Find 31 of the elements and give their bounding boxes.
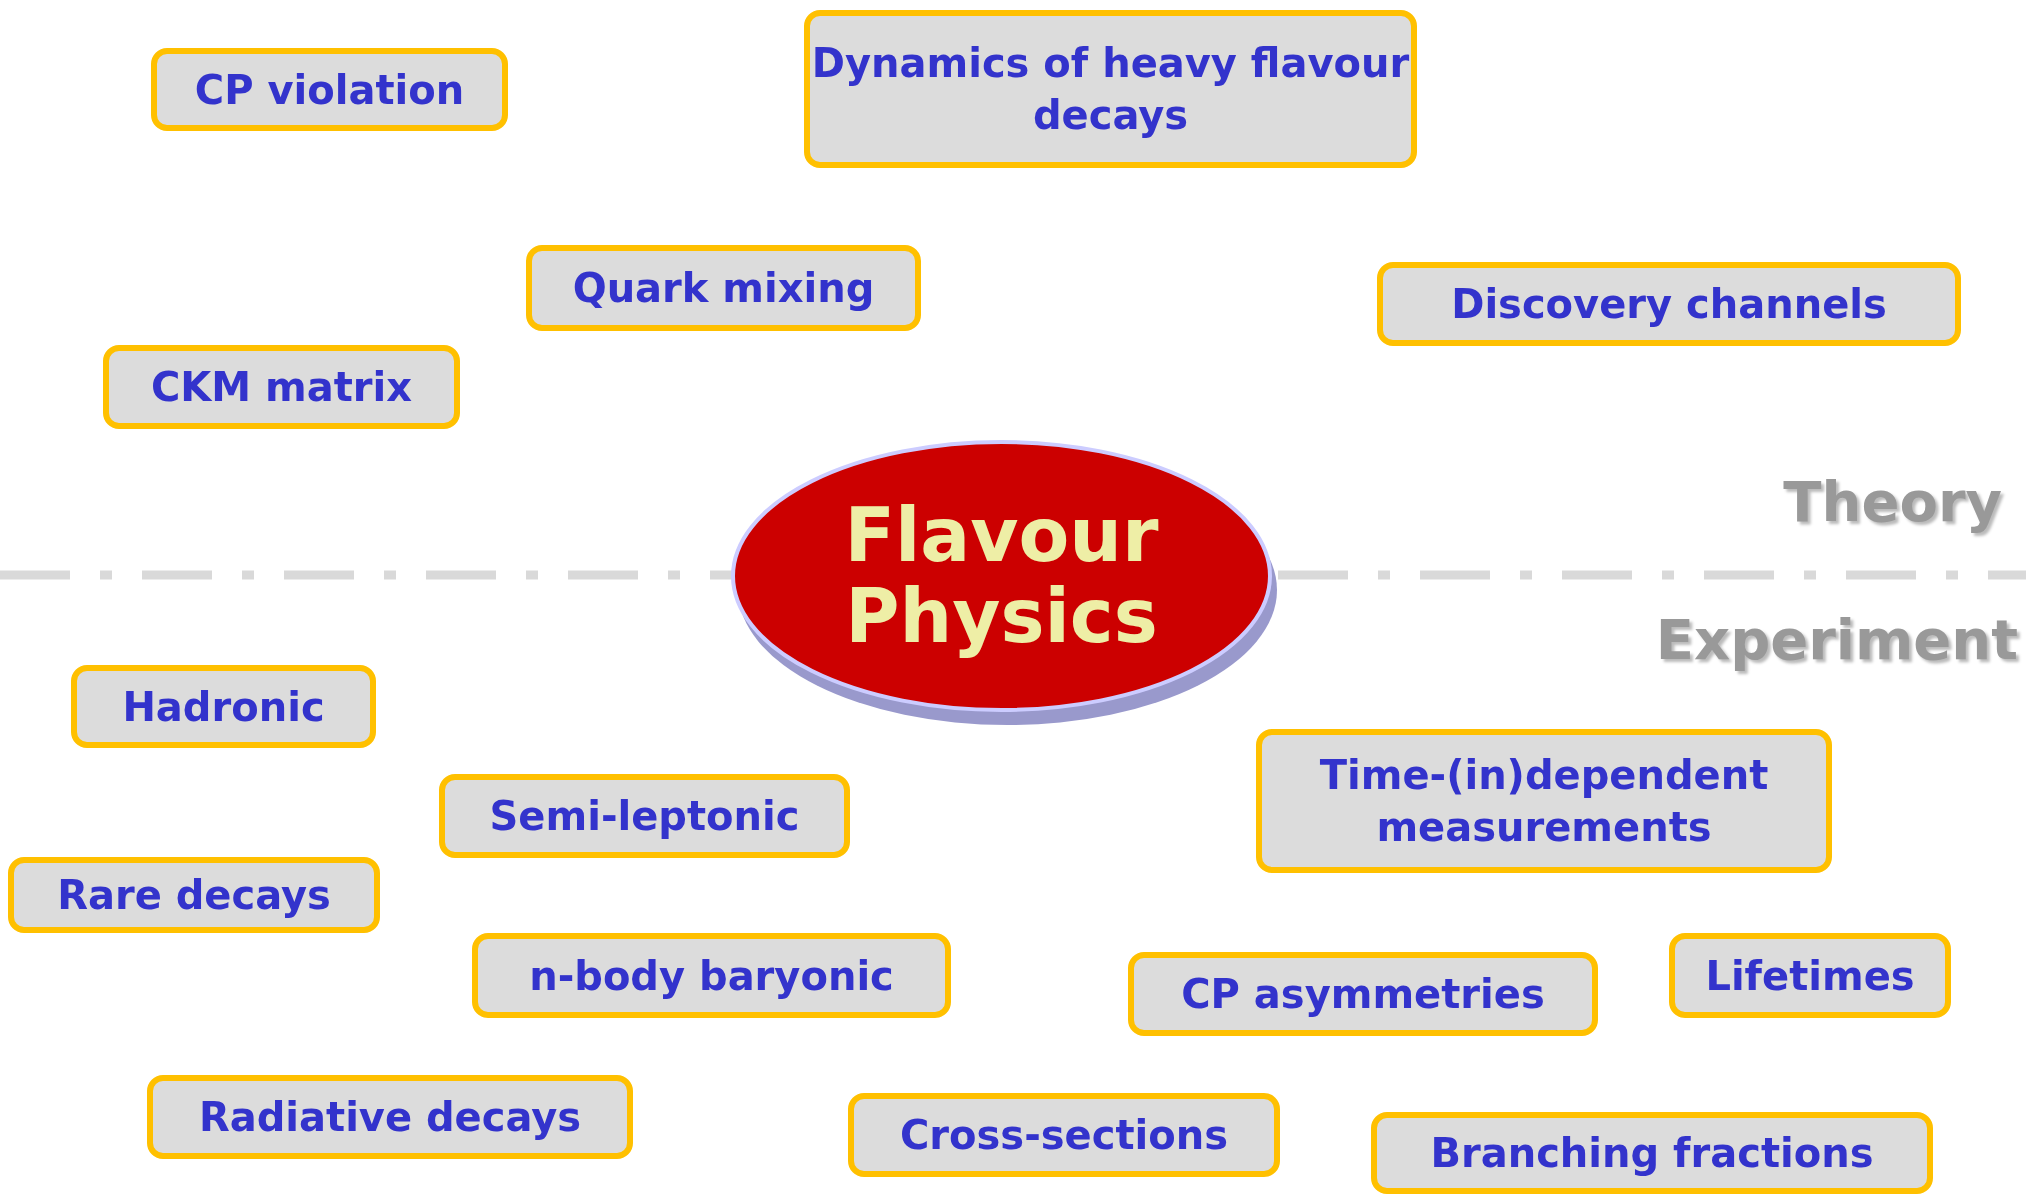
topic-text: CKM matrix	[150, 363, 413, 412]
center-title: Flavour Physics	[843, 494, 1160, 658]
topic-text: Hadronic	[122, 682, 325, 732]
topic-box	[1669, 933, 1951, 1018]
topic-box	[472, 933, 951, 1018]
topic-box	[1377, 262, 1961, 346]
topic-box	[103, 345, 460, 429]
topic-text: Rare decays	[57, 871, 331, 920]
topic-box	[147, 1075, 633, 1159]
topic-text: Semi-leptonic	[489, 792, 800, 841]
topic-text: CP asymmetries	[1181, 970, 1545, 1019]
topic-text: Time-(in)dependent measurements	[1318, 751, 1770, 852]
topic-box	[8, 857, 380, 933]
topic-box	[439, 774, 850, 858]
topic-text: Discovery channels	[1451, 280, 1887, 329]
topic-box	[1256, 729, 1832, 873]
topic-box	[71, 665, 376, 748]
topic-text: Branching fractions	[1430, 1129, 1874, 1178]
topic-text: Lifetimes	[1705, 951, 1915, 1001]
topic-text: CP violation	[194, 65, 465, 115]
topic-box	[804, 10, 1417, 168]
topic-text: n-body baryonic	[529, 951, 894, 1001]
topic-box	[1371, 1112, 1933, 1194]
topic-text: Cross-sections	[900, 1111, 1228, 1160]
topic-box	[1128, 952, 1598, 1036]
topic-text: Quark mixing	[572, 264, 875, 313]
topic-box	[151, 48, 508, 131]
topic-box	[848, 1093, 1280, 1177]
topic-text: Dynamics of heavy flavour decays	[810, 39, 1411, 140]
topic-box	[526, 245, 921, 331]
topic-text: Radiative decays	[198, 1093, 582, 1142]
